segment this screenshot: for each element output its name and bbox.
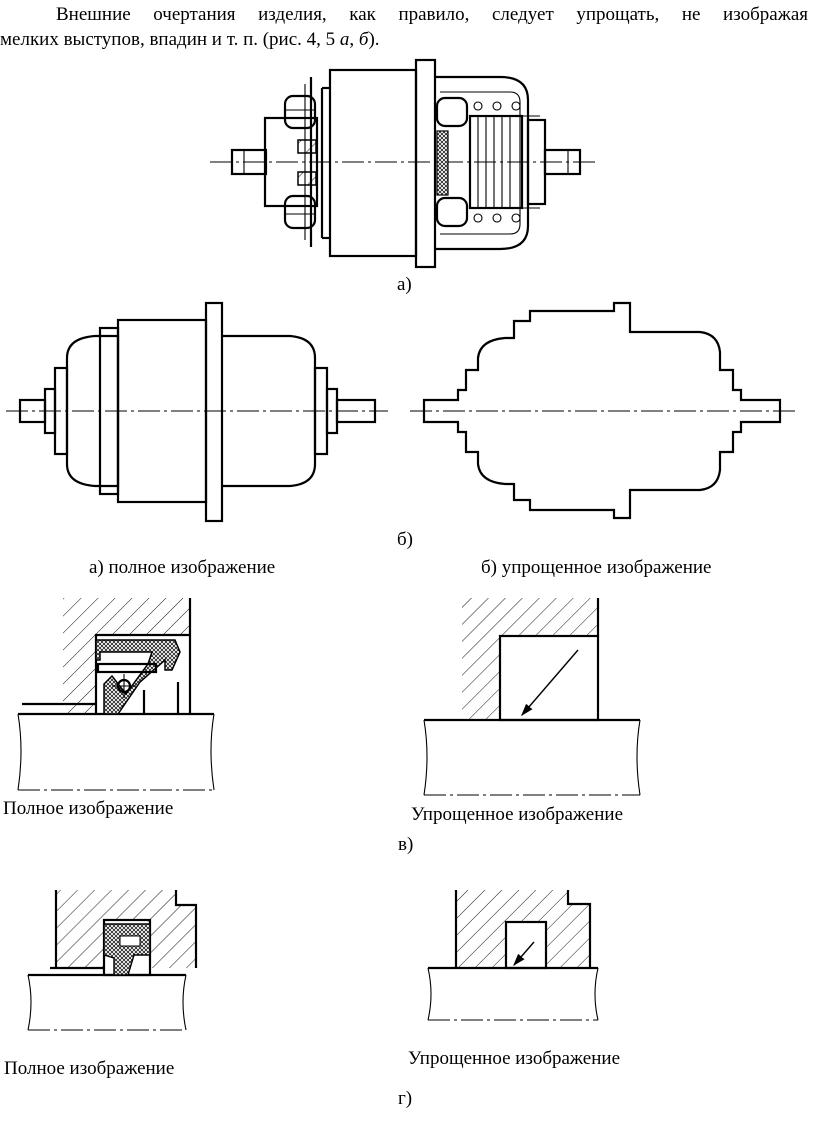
figure-b-caption-right: б) упрощенное изображение (481, 557, 712, 578)
intro-line-2-end: ). (368, 29, 380, 50)
figure-b-label: б) (397, 529, 413, 550)
intro-line-2: мелких выступов, впадин и т. п. (рис. 4,… (0, 27, 808, 52)
figure-v-simplified (423, 598, 641, 796)
figure-b-caption-left: а) полное изображение (89, 557, 276, 578)
intro-ref-a: а (339, 29, 350, 50)
figure-g-full (27, 890, 198, 1031)
figure-a-drawing (210, 58, 598, 269)
intro-line-2-text: мелких выступов, впадин и т. п. (рис. 4,… (0, 29, 340, 50)
figure-b-simplified-outline (410, 301, 796, 520)
figure-v-full (17, 598, 215, 791)
figure-g-simplified (427, 890, 599, 1021)
figure-a-label: а) (397, 274, 412, 295)
figure-v-caption-left: Полное изображение (3, 798, 174, 819)
intro-paragraph: Внешние очертания изделия, как правило, … (0, 2, 808, 52)
intro-sep: , (349, 29, 359, 50)
figure-g-caption-right: Упрощенное изображение (408, 1048, 621, 1069)
figure-g-caption-left: Полное изображение (4, 1058, 175, 1079)
figure-v-label: в) (398, 834, 414, 855)
figure-b-full-outline (6, 301, 388, 523)
figure-g-label: г) (398, 1088, 413, 1109)
figure-v-caption-right: Упрощенное изображение (411, 804, 624, 825)
intro-line-1: Внешние очертания изделия, как правило, … (56, 4, 808, 25)
intro-ref-b: б (358, 29, 369, 50)
